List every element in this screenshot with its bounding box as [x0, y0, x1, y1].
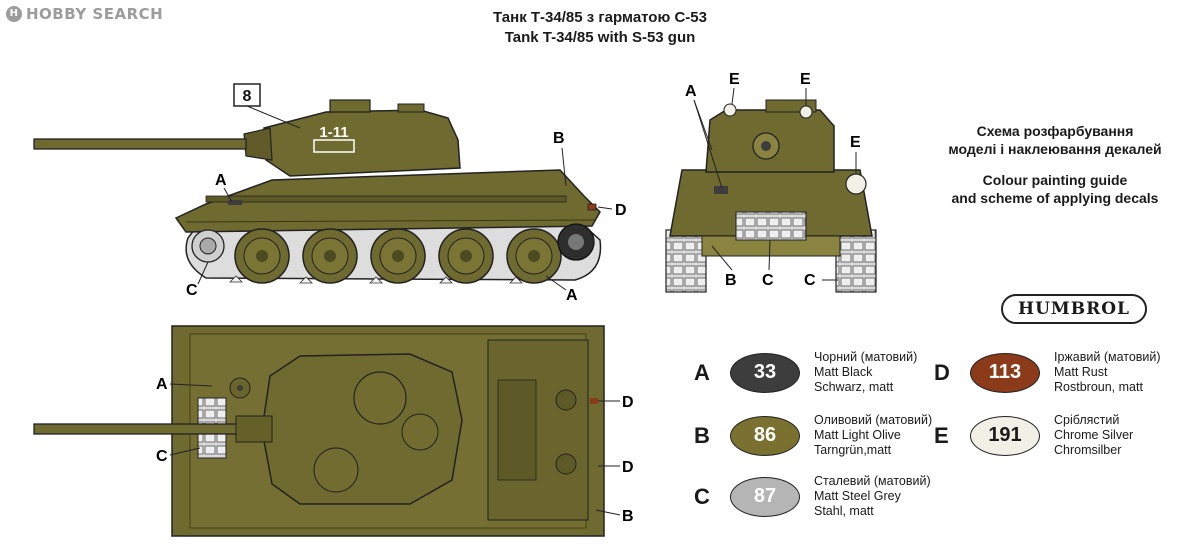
front-callout-e2: E: [800, 71, 811, 88]
top-callout-b: B: [622, 508, 634, 525]
paint-entry-d: D 113 Іржавий (матовий) Matt Rust Rostbr…: [934, 350, 1161, 395]
paint-code: 87: [753, 485, 777, 507]
top-turret: [261, 353, 463, 505]
paint-name-en: Chrome Silver: [1054, 428, 1134, 442]
paint-code: 113: [988, 361, 1022, 383]
top-gun-barrel: [33, 423, 271, 435]
side-cupola: [329, 99, 371, 113]
top-callout-a: A: [156, 376, 168, 393]
guide-caption: Схема розфарбування моделі і наклеювання…: [930, 122, 1180, 207]
paint-name-de: Rostbroun, matt: [1054, 380, 1143, 394]
paint-swatch: 86: [730, 415, 800, 456]
paint-names: Іржавий (матовий) Matt Rust Rostbroun, m…: [1054, 350, 1161, 395]
paint-entry-e: E 191 Сріблястий Chrome Silver Chromsilb…: [934, 413, 1133, 458]
paint-letter: E: [934, 422, 949, 448]
paint-names: Оливовий (матовий) Matt Light Olive Tarn…: [814, 413, 932, 458]
top-spare-track-1: [197, 397, 227, 425]
front-headlight: [845, 173, 867, 195]
top-spare-track-2: [197, 431, 227, 459]
title-ukrainian: Танк Т-34/85 з гарматою С-53: [493, 9, 707, 26]
paint-name-uk: Оливовий (матовий): [814, 413, 933, 427]
top-callout-c: C: [156, 448, 168, 465]
paint-name-de: Schwarz, matt: [814, 380, 894, 394]
paint-swatch: 87: [730, 476, 800, 517]
paint-names: Сріблястий Chrome Silver Chromsilber: [1054, 413, 1133, 458]
paint-swatch: 191: [970, 415, 1040, 456]
turret-code-marking: 1-11: [319, 124, 348, 141]
front-callout-c2: C: [804, 272, 816, 289]
paint-name-en: Matt Steel Grey: [814, 489, 901, 503]
top-callout-d1: D: [622, 394, 634, 411]
paint-name-en: Matt Light Olive: [814, 428, 901, 442]
guide-en-line2: and scheme of applying decals: [951, 190, 1159, 206]
side-track-teeth: [229, 275, 523, 284]
paint-entry-c: C 87 Сталевий (матовий) Matt Steel Grey …: [694, 474, 931, 519]
paint-name-de: Tarngrün,matt: [814, 443, 892, 457]
paint-letter: A: [694, 359, 710, 385]
paint-swatch: 113: [970, 352, 1040, 393]
top-view: A C D D B: [33, 325, 634, 537]
front-callout-e1: E: [729, 71, 740, 88]
side-callout-a2: A: [566, 287, 578, 304]
paint-code: 191: [988, 424, 1022, 446]
paint-name-de: Stahl, matt: [814, 504, 874, 518]
front-right-track: [835, 229, 877, 293]
paint-name-uk: Чорний (матовий): [814, 350, 918, 364]
paint-name-uk: Іржавий (матовий): [1054, 350, 1161, 364]
front-callout-c1: C: [762, 272, 774, 289]
watermark-logo-icon: H: [6, 6, 22, 22]
watermark-text: HOBBY SEARCH: [26, 5, 164, 23]
title-english: Tank T-34/85 with S-53 gun: [504, 29, 696, 46]
paint-swatch: 33: [730, 352, 800, 393]
humbrol-logo: HUMBROL: [1001, 294, 1147, 324]
watermark: H HOBBY SEARCH: [6, 5, 163, 23]
paint-entry-b: B 86 Оливовий (матовий) Matt Light Olive…: [694, 413, 932, 458]
front-callout-a: A: [685, 83, 697, 100]
top-callout-d2: D: [622, 459, 634, 476]
guide-en-line1: Colour painting guide: [982, 172, 1128, 188]
side-callout-c: C: [186, 282, 198, 299]
paint-name-uk: Сріблястий: [1054, 413, 1120, 427]
paint-names: Сталевий (матовий) Matt Steel Grey Stahl…: [814, 474, 931, 519]
side-road-wheels: [234, 228, 562, 284]
paint-name-de: Chromsilber: [1054, 443, 1122, 457]
paint-entry-a: A 33 Чорний (матовий) Matt Black Schwarz…: [694, 350, 917, 395]
guide-uk-line2: моделі і наклеювання декалей: [948, 141, 1162, 157]
paint-name-en: Matt Black: [814, 365, 873, 379]
diagram-title: Танк Т-34/85 з гарматою С-53 Tank T-34/8…: [0, 8, 1200, 48]
paint-letter: C: [694, 483, 710, 509]
front-callout-b: B: [725, 272, 737, 289]
side-callout-a: A: [215, 172, 227, 189]
side-number: 8: [243, 88, 252, 105]
side-gun-barrel: [33, 138, 247, 150]
side-turret: [263, 109, 461, 177]
side-callout-b: B: [553, 130, 565, 147]
paint-code: 33: [753, 361, 777, 383]
paint-name-en: Matt Rust: [1054, 365, 1108, 379]
side-view: 1-11 8 A B C D A: [33, 83, 627, 304]
paint-names: Чорний (матовий) Matt Black Schwarz, mat…: [814, 350, 917, 395]
front-view: A E E E B C C: [665, 71, 877, 293]
guide-uk-line1: Схема розфарбування: [976, 123, 1134, 139]
side-callout-d: D: [615, 202, 627, 219]
front-left-track: [665, 229, 707, 293]
paint-code: 86: [753, 424, 777, 446]
paint-letter: B: [694, 422, 710, 448]
paint-name-uk: Сталевий (матовий): [814, 474, 931, 488]
front-callout-e3: E: [850, 134, 861, 151]
paint-letter: D: [934, 359, 950, 385]
top-commander-cupola: [353, 371, 407, 425]
